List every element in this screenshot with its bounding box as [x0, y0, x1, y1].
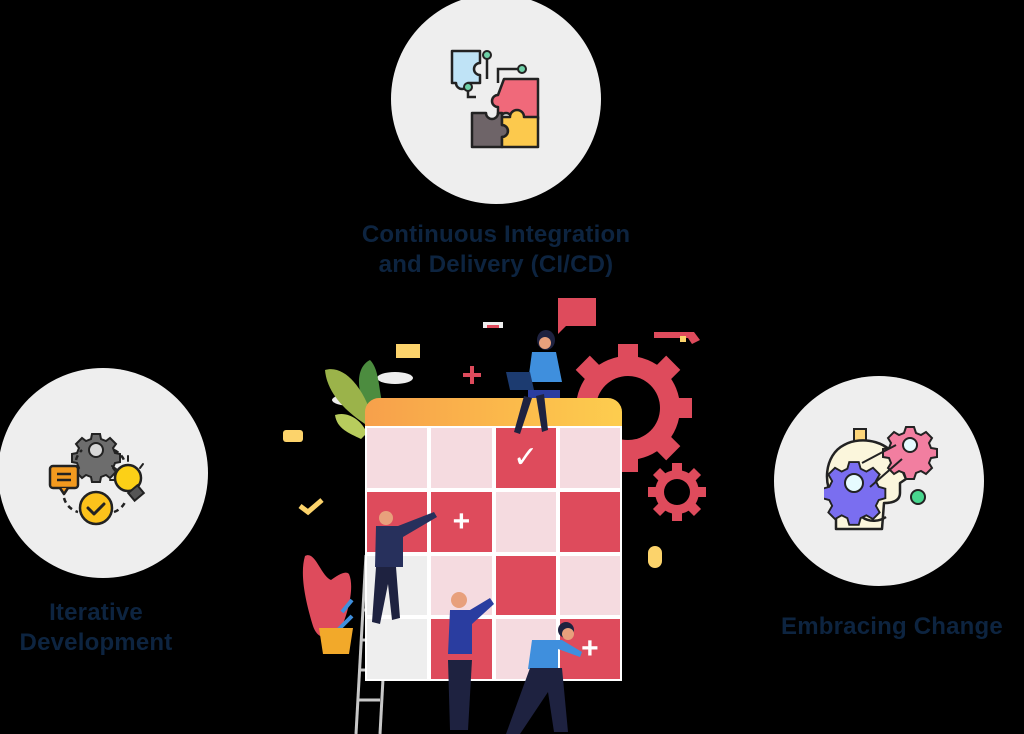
check-icon — [298, 498, 324, 516]
node-label-change: Embracing Change — [752, 612, 1024, 642]
iteration-cycle-icon — [48, 433, 146, 526]
node-label-change-line1: Embracing Change — [781, 613, 1003, 640]
node-circle-cicd — [391, 0, 601, 204]
calendar-cell — [559, 555, 620, 616]
speech-bubble-icon — [558, 298, 596, 334]
puzzle-pieces-icon — [450, 49, 540, 149]
node-label-cicd: Continuous Integration and Delivery (CI/… — [296, 220, 696, 280]
man-pushing-figure — [506, 622, 582, 734]
planning-calendar: ✓ + + — [365, 398, 622, 681]
lightbulb-icon — [648, 546, 662, 568]
node-circle-change — [774, 376, 984, 586]
plus-icon — [463, 366, 481, 384]
node-label-iterative-line1: Iterative — [49, 599, 143, 626]
man-reaching-figure — [448, 592, 494, 730]
node-circle-iterative — [0, 368, 208, 578]
calendar-cell — [495, 555, 556, 616]
pencil-icon — [654, 332, 700, 344]
calendar-cell — [559, 428, 620, 488]
calendar-grid: ✓ + + — [365, 426, 622, 681]
calendar-cell — [495, 491, 556, 552]
node-label-iterative: Iterative Development — [0, 598, 196, 658]
node-label-cicd-line2: and Delivery (CI/CD) — [378, 251, 614, 278]
calendar-cell — [559, 491, 620, 552]
small-gear-icon — [648, 463, 706, 521]
man-on-ladder-figure — [372, 511, 437, 624]
plant-icon — [302, 555, 352, 638]
head-gears-icon — [824, 426, 938, 531]
calendar-cell — [367, 428, 428, 488]
calendar-cell-add: + — [431, 491, 492, 552]
node-label-cicd-line1: Continuous Integration — [361, 221, 631, 248]
calendar-cell-checked: ✓ — [495, 428, 556, 488]
calendar-cell — [431, 428, 492, 488]
calendar-header — [365, 398, 622, 426]
calendar-cell — [367, 619, 428, 679]
node-label-iterative-line2: Development — [19, 629, 173, 656]
woman-with-laptop-figure — [506, 330, 562, 434]
